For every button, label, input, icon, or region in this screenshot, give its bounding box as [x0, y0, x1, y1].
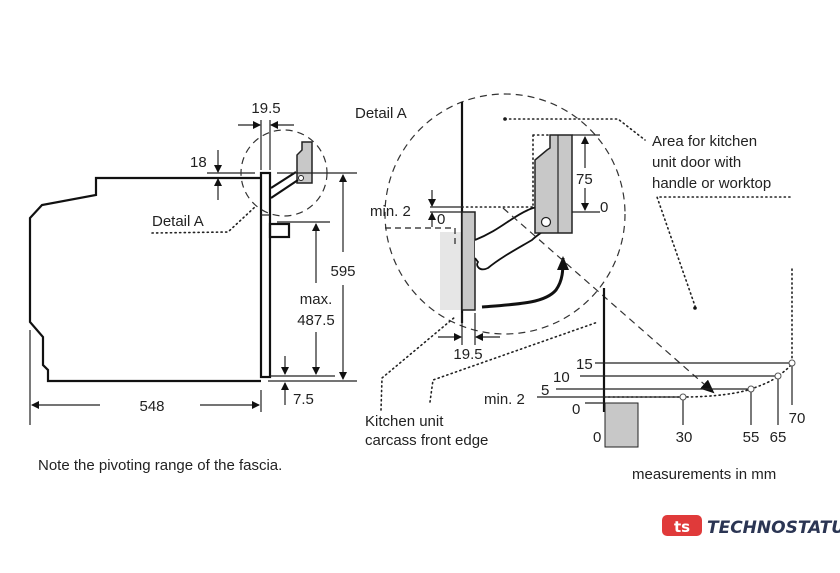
door-block	[534, 134, 573, 234]
y-label-15: 15	[576, 356, 593, 373]
y-label-5: 5	[541, 382, 549, 399]
dim-7-5: 7.5	[293, 391, 314, 408]
dim-75: 75	[576, 171, 593, 188]
pivot-curve	[603, 266, 793, 398]
area-note-line-3: handle or worktop	[652, 175, 771, 192]
fascia-panel	[461, 211, 476, 311]
dim-19-5-detail: 19.5	[453, 346, 482, 363]
carcass-note-line-1: Kitchen unit	[365, 413, 444, 430]
y-label-0: 0	[572, 401, 580, 418]
dim-max-value: 487.5	[297, 312, 335, 329]
dim-75-zero: 0	[600, 199, 608, 216]
y-label-10: 10	[553, 369, 570, 386]
oven-fascia	[259, 171, 272, 379]
dim-595: 595	[330, 263, 355, 280]
dim-max-label: max.	[300, 291, 333, 308]
area-note-line-2: unit door with	[652, 154, 741, 171]
x-label-65: 65	[770, 429, 787, 446]
carcass-note-line-2: carcass front edge	[365, 432, 488, 449]
x-label-55: 55	[743, 429, 760, 446]
detail-a-label-small: Detail A	[152, 213, 204, 230]
pivot-note: Note the pivoting range of the fascia.	[38, 457, 282, 474]
oven-outline	[28, 176, 261, 383]
dim-19-5-top: 19.5	[251, 100, 280, 117]
detail-a-title: Detail A	[355, 105, 407, 122]
pivot-range-chart: 15 10 5 min. 2 0 0 30 55 65 70	[484, 266, 806, 448]
x-label-0: 0	[593, 429, 601, 446]
carcass-area	[440, 232, 462, 310]
x-label-30: 30	[676, 429, 693, 446]
detail-a-view: Detail A 75 0 min. 2 0 19.5	[355, 93, 791, 449]
carcass-block	[604, 402, 639, 448]
svg-text:TECHNOSTATUS: TECHNOSTATUS	[707, 518, 840, 538]
technostatus-logo: ts TECHNOSTATUS	[662, 515, 840, 538]
detail-a-circle	[384, 93, 626, 335]
dim-18: 18	[190, 154, 207, 171]
min-2-label: min. 2	[370, 203, 411, 220]
area-note-line-1: Area for kitchen	[652, 133, 757, 150]
units-note: measurements in mm	[632, 466, 776, 483]
dim-548: 548	[139, 398, 164, 415]
oven-door-handle	[268, 222, 291, 239]
zero-label: 0	[437, 211, 445, 228]
x-label-70: 70	[789, 410, 806, 427]
oven-side-view: 548 18 19.5 Detail A 595 max. 487.5	[28, 100, 357, 425]
svg-text:ts: ts	[674, 518, 690, 536]
y-label-min2: min. 2	[484, 391, 525, 408]
